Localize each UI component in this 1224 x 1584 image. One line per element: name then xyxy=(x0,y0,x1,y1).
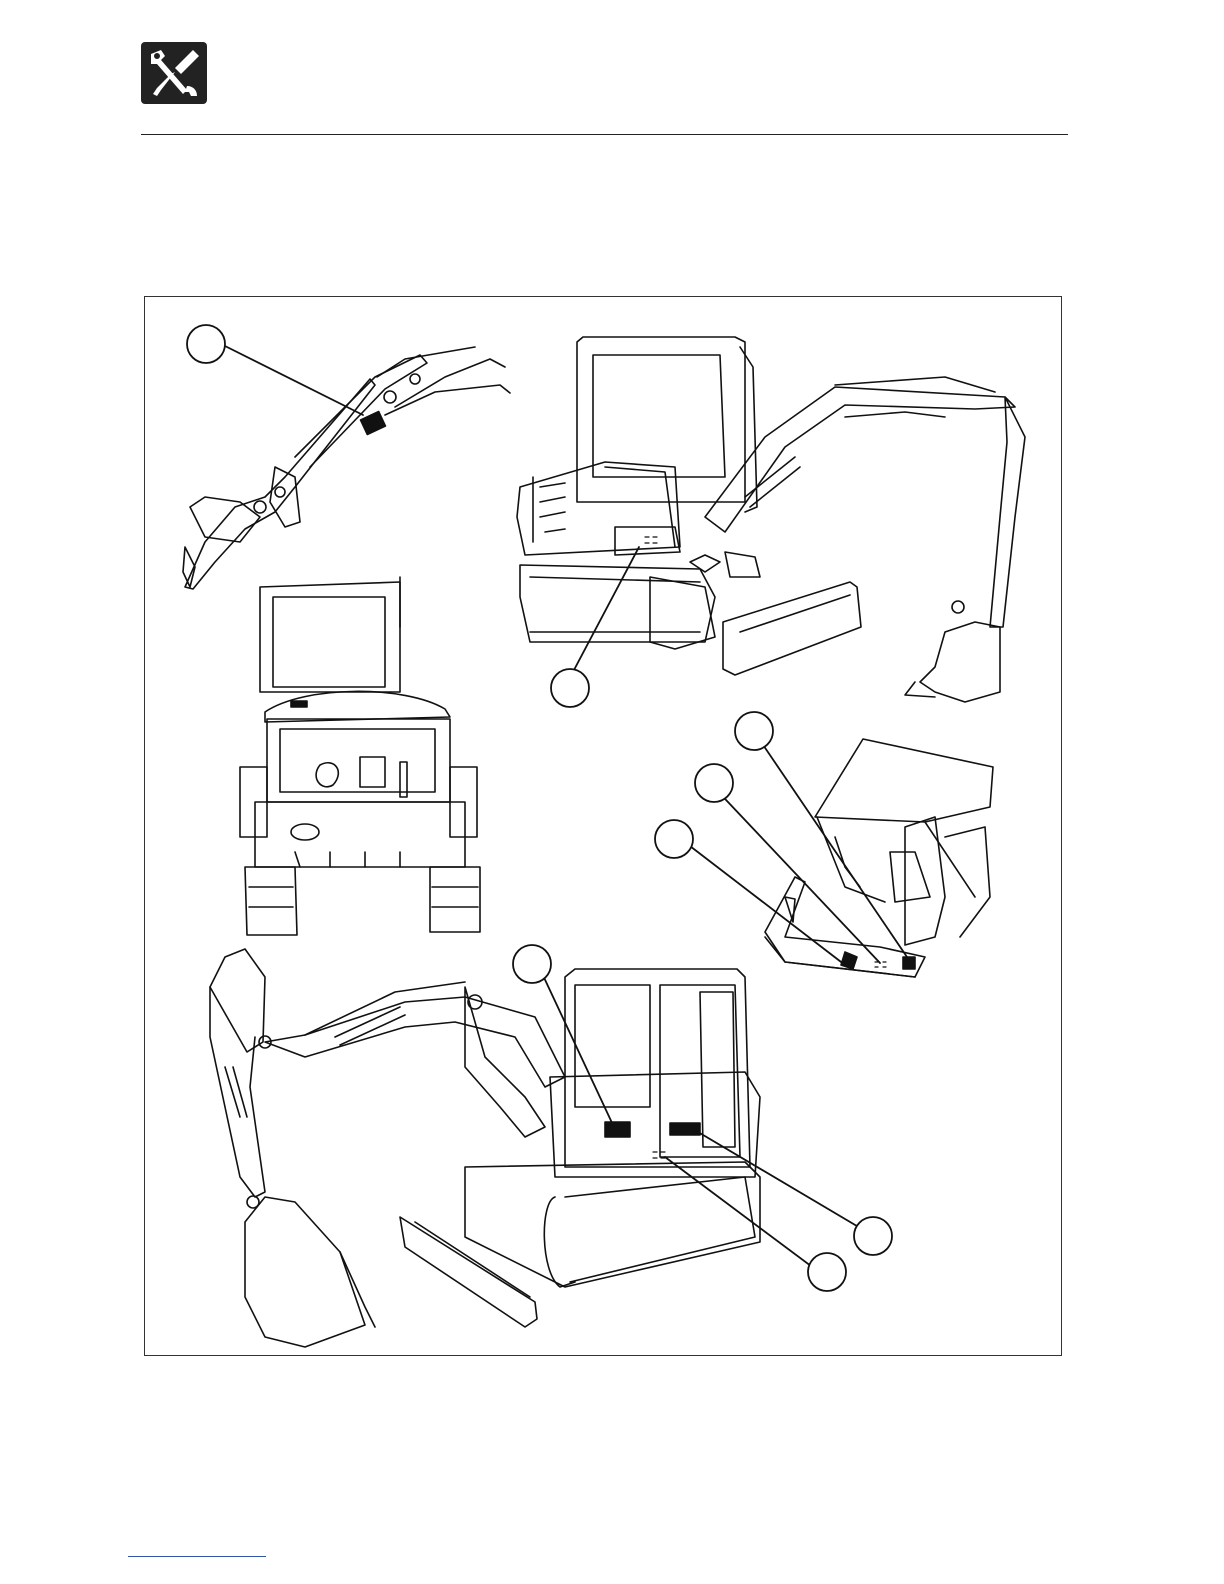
tools-icon xyxy=(141,42,207,104)
callout-cab-door xyxy=(513,945,551,983)
callout-canopy-middle xyxy=(695,764,733,802)
callout-cab-step-lower xyxy=(808,1253,846,1291)
callouts xyxy=(187,325,892,1291)
header-divider xyxy=(141,134,1068,135)
callout-canopy-upper xyxy=(735,712,773,750)
excavator-side-view xyxy=(210,949,867,1347)
callout-cab-step-upper xyxy=(854,1217,892,1255)
callout-front-step xyxy=(551,669,589,707)
decal-location-figure xyxy=(144,296,1062,1356)
footer-link-underline xyxy=(128,1556,266,1557)
engine-compartment-rear-view xyxy=(240,577,480,935)
callout-boom xyxy=(187,325,225,363)
callout-canopy-lower xyxy=(655,820,693,858)
excavator-front-view xyxy=(517,337,1025,702)
boom-detail-view xyxy=(183,345,510,589)
